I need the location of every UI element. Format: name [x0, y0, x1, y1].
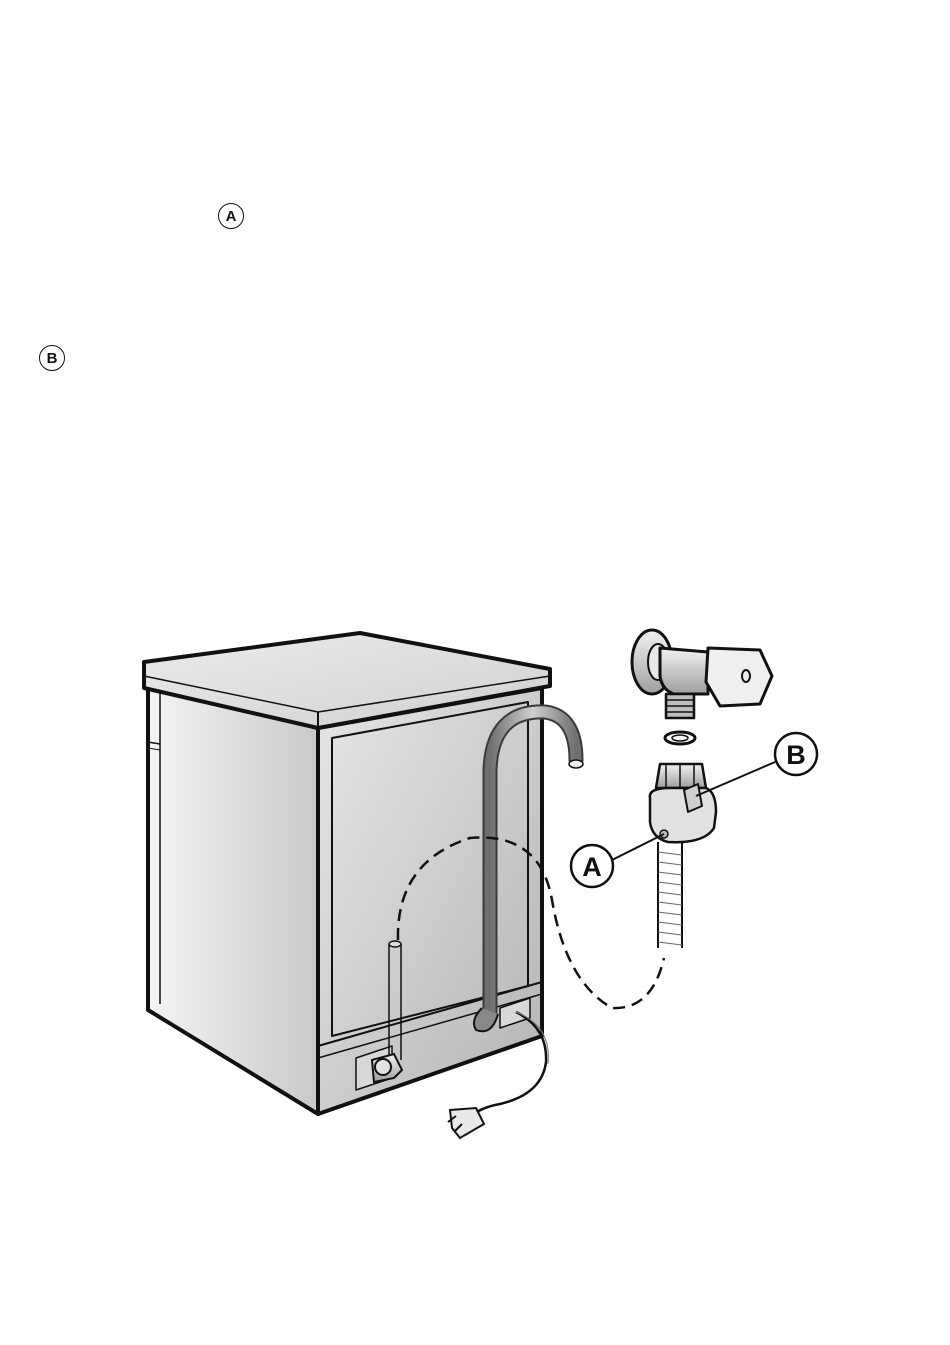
- callout-a-leader: [612, 834, 664, 860]
- callout-b-label: B: [786, 740, 806, 770]
- inlet-hose-straight: [658, 842, 682, 948]
- callout-b-leader: [696, 762, 775, 796]
- safety-valve-connector: [650, 764, 716, 842]
- callout-a-label: A: [582, 852, 602, 882]
- water-tap: [632, 630, 772, 718]
- sealing-washer: [665, 732, 695, 744]
